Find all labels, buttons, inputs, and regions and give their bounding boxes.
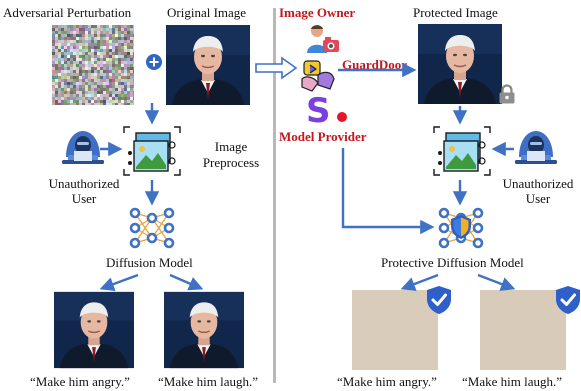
arrow-provider-to-model	[341, 148, 435, 235]
prompt-angry-left: “Make him angry.”	[30, 374, 130, 389]
output-noise-angry	[352, 290, 438, 370]
provider-logo-icon: S	[306, 92, 347, 126]
prompt-laugh-right: “Make him laugh.”	[462, 374, 562, 389]
diffusion-model-label: Diffusion Model	[106, 255, 193, 270]
svg-text:S: S	[306, 92, 331, 126]
original-image-label: Original Image	[167, 5, 247, 20]
model-provider-label: Model Provider	[279, 129, 367, 144]
unauthorized-user-label-right: Unauthorized User	[502, 176, 574, 206]
output-noise-laugh	[480, 290, 566, 370]
unauthorized-user-label: Unauthorized User	[48, 176, 120, 206]
image-preprocess-label: Image Preprocess	[202, 139, 260, 170]
guarddoor-label: GuardDoor	[342, 57, 407, 72]
prompt-angry-right: “Make him angry.”	[337, 374, 437, 389]
arrow-model-to-laugh	[169, 273, 204, 291]
arrow-model-to-angry	[99, 273, 139, 291]
adversarial-noise-image	[52, 25, 134, 105]
protected-image-label: Protected Image	[413, 5, 498, 20]
perturbation-label: Adversarial Perturbation	[3, 5, 132, 20]
image-owner-label: Image Owner	[279, 5, 356, 20]
hollow-arrow	[255, 56, 298, 80]
arrow-model-to-angry-right	[400, 273, 439, 291]
shield-icon	[451, 215, 471, 239]
lock-icon	[499, 84, 515, 104]
arrow-model-to-laugh-right	[477, 273, 516, 291]
prompt-laugh-left: “Make him laugh.”	[158, 374, 258, 389]
panel-divider	[273, 8, 276, 383]
plus-icon	[146, 54, 162, 70]
protective-model-label: Protective Diffusion Model	[381, 255, 524, 270]
